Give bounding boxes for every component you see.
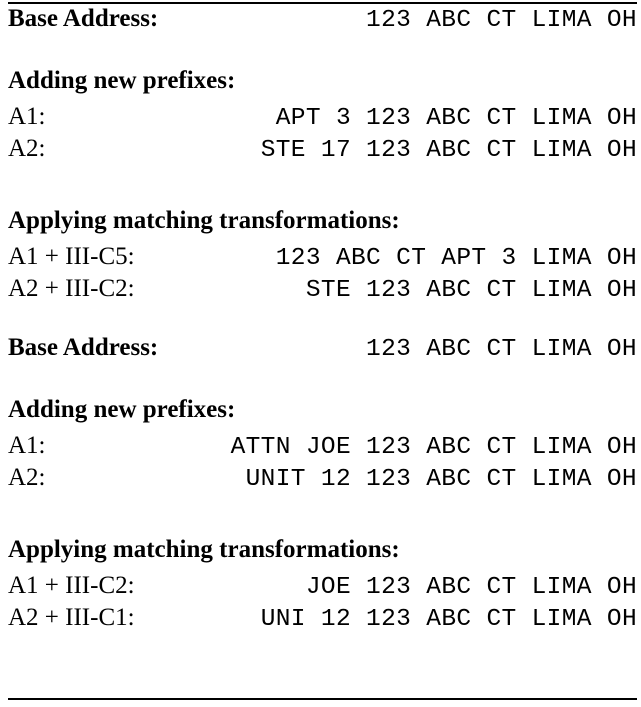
prefix-row-a1-label: A1: xyxy=(8,432,46,459)
adding-new-prefixes-heading: Adding new prefixes: xyxy=(8,396,236,423)
transform-row-a1-value: JOE 123 ABC CT LIMA OH xyxy=(305,574,637,601)
prefix-row-a1-value: APT 3 123 ABC CT LIMA OH xyxy=(275,105,637,132)
prefix-row-a2-label: A2: xyxy=(8,135,46,162)
transform-row-a2-value: STE 123 ABC CT LIMA OH xyxy=(305,277,637,304)
applying-matching-transformations-heading: Applying matching transformations: xyxy=(8,207,400,234)
base-address-value: 123 ABC CT LIMA OH xyxy=(366,7,637,34)
base-address-row: Base Address: 123 ABC CT LIMA OH xyxy=(8,2,637,36)
prefix-row-a1: A1: APT 3 123 ABC CT LIMA OH xyxy=(8,100,637,134)
transform-row-a1-value: 123 ABC CT APT 3 LIMA OH xyxy=(275,245,637,272)
bottom-horizontal-rule xyxy=(8,698,637,700)
transform-row-a1: A1 + III-C2: JOE 123 ABC CT LIMA OH xyxy=(8,569,637,603)
transform-row-a2-label: A2 + III-C2: xyxy=(8,275,135,302)
transform-row-a1-label: A1 + III-C2: xyxy=(8,572,135,599)
transform-row-a2-label: A2 + III-C1: xyxy=(8,604,135,631)
prefix-row-a2-label: A2: xyxy=(8,464,46,491)
prefix-row-a1: A1: ATTN JOE 123 ABC CT LIMA OH xyxy=(8,429,637,463)
prefix-row-a2-value: STE 17 123 ABC CT LIMA OH xyxy=(260,137,637,164)
prefix-row-a2-value: UNIT 12 123 ABC CT LIMA OH xyxy=(245,466,637,493)
prefix-row-a2: A2: UNIT 12 123 ABC CT LIMA OH xyxy=(8,461,637,495)
transform-row-a1-label: A1 + III-C5: xyxy=(8,243,135,270)
transform-row-a2: A2 + III-C1: UNI 12 123 ABC CT LIMA OH xyxy=(8,601,637,635)
base-address-label: Base Address: xyxy=(8,334,159,361)
applying-matching-transformations-heading: Applying matching transformations: xyxy=(8,536,400,563)
adding-new-prefixes-heading: Adding new prefixes: xyxy=(8,67,236,94)
transform-row-a2: A2 + III-C2: STE 123 ABC CT LIMA OH xyxy=(8,272,637,306)
base-address-label: Base Address: xyxy=(8,5,159,32)
prefix-row-a1-value: ATTN JOE 123 ABC CT LIMA OH xyxy=(230,434,637,461)
base-address-row: Base Address: 123 ABC CT LIMA OH xyxy=(8,331,637,365)
transform-row-a1: A1 + III-C5: 123 ABC CT APT 3 LIMA OH xyxy=(8,240,637,274)
prefix-row-a2: A2: STE 17 123 ABC CT LIMA OH xyxy=(8,132,637,166)
top-horizontal-rule xyxy=(8,2,637,4)
transform-row-a2-value: UNI 12 123 ABC CT LIMA OH xyxy=(260,606,637,633)
base-address-value: 123 ABC CT LIMA OH xyxy=(366,336,637,363)
prefix-row-a1-label: A1: xyxy=(8,103,46,130)
